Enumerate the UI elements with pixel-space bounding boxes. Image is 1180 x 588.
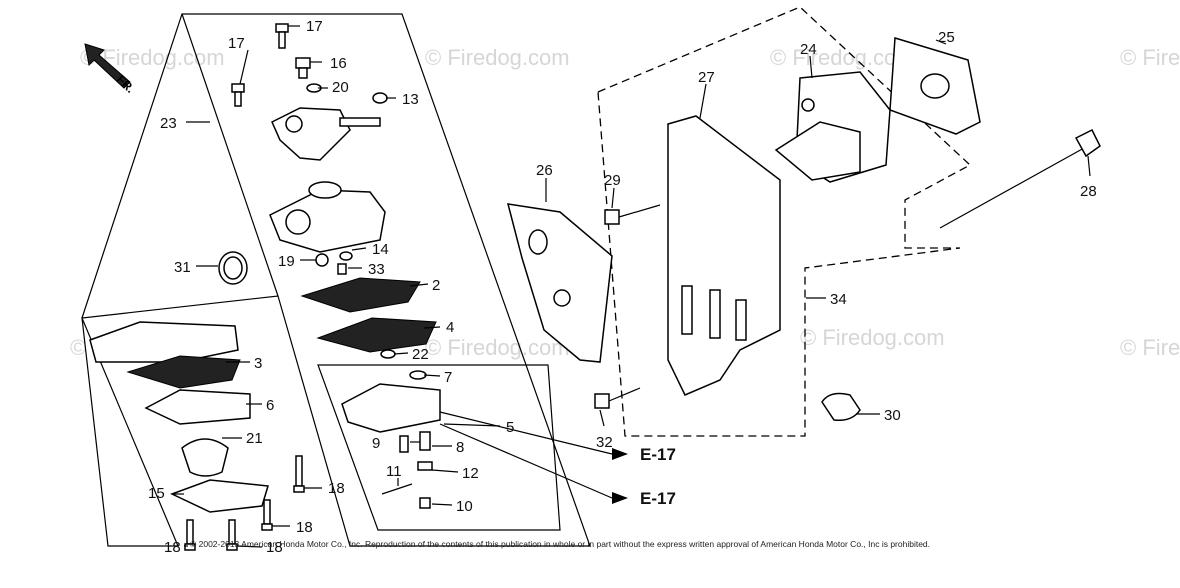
callout-18: 18: [296, 519, 313, 536]
carburetor-assembly-frame: [81, 13, 591, 547]
bolt-32-icon: [594, 387, 641, 409]
callout-18: 18: [328, 480, 345, 497]
needle-8-icon: [419, 431, 431, 451]
callout-18: 18: [266, 539, 283, 556]
leader-lines: [172, 25, 1091, 548]
callout-14: 14: [372, 241, 389, 258]
callout-9: 9: [372, 435, 380, 452]
bracket-assembly-frame: [597, 6, 972, 437]
callout-21: 21: [246, 430, 263, 447]
watermark: © Firedog.com: [1120, 45, 1180, 70]
throttle-body-icon: [271, 107, 381, 161]
reference-arrows: [439, 411, 628, 504]
callout-34: 34: [830, 291, 847, 308]
callout-31: 31: [174, 259, 191, 276]
screw-18-icon: [184, 519, 196, 551]
reference-label[interactable]: E-17: [640, 489, 676, 508]
clamp-30-icon: [821, 392, 861, 422]
stud-bolt-28-icon: [939, 128, 1101, 229]
o-ring-14-icon: [339, 251, 353, 261]
gasket-2-icon: [300, 277, 421, 313]
callout-16: 16: [330, 55, 347, 72]
screw-18-icon: [226, 519, 238, 551]
watermark: © Firedog.com: [425, 45, 570, 70]
screw-10-icon: [419, 497, 431, 509]
callout-11: 11: [386, 463, 402, 480]
o-ring-22-icon: [380, 349, 396, 359]
callout-33: 33: [368, 261, 385, 278]
callout-26: 26: [536, 162, 553, 179]
callout-23: 23: [160, 115, 177, 132]
screw-18-icon: [293, 455, 305, 493]
bracket-27-icon: [667, 115, 781, 396]
callout-20: 20: [332, 79, 349, 96]
callout-3: 3: [254, 355, 262, 372]
callout-24: 24: [800, 41, 817, 58]
primer-bulb-21-icon: [181, 438, 229, 477]
watermark: © Firedog.com: [425, 335, 570, 360]
callout-19: 19: [278, 253, 295, 270]
screw-17-icon: [275, 23, 289, 49]
gasket-3-icon: [126, 355, 241, 389]
carburetor-lower-body-icon: [341, 383, 441, 433]
callout-2: 2: [432, 277, 440, 294]
pin-11-icon: [381, 483, 413, 495]
callout-29: 29: [604, 172, 621, 189]
reference-label[interactable]: E-17: [640, 445, 676, 464]
callout-8: 8: [456, 439, 464, 456]
callout-25: 25: [938, 29, 955, 46]
callout-27: 27: [698, 69, 715, 86]
callout-7: 7: [444, 369, 452, 386]
callout-10: 10: [456, 498, 473, 515]
carburetor-body-icon: [269, 181, 386, 253]
callout-17: 17: [306, 18, 323, 35]
gasket-31-inner-icon: [223, 256, 243, 280]
copyright-notice: © 2002-2013 American Honda Motor Co., In…: [190, 539, 930, 549]
lever-12-icon: [417, 461, 433, 471]
callout-30: 30: [884, 407, 901, 424]
screw-16-icon: [295, 57, 311, 79]
callout-32: 32: [596, 434, 613, 451]
callout-5: 5: [506, 419, 514, 436]
callout-15: 15: [148, 485, 165, 502]
callout-17: 17: [228, 35, 245, 52]
screw-17-icon: [231, 83, 245, 107]
callout-12: 12: [462, 465, 479, 482]
callout-13: 13: [402, 91, 419, 108]
plug-33-icon: [337, 263, 347, 275]
watermark: © Firedog.com: [800, 325, 945, 350]
callout-6: 6: [266, 397, 274, 414]
spring-9-icon: [399, 435, 409, 453]
cover-15-icon: [170, 479, 269, 513]
callout-4: 4: [446, 319, 454, 336]
jet-19-icon: [315, 253, 329, 267]
o-ring-7-icon: [409, 370, 427, 380]
watermark: © Firedog.com: [770, 45, 915, 70]
sub-assembly-frame: [317, 364, 561, 531]
callout-28: 28: [1080, 183, 1097, 200]
callout-22: 22: [412, 346, 429, 363]
gasket-4-icon: [316, 317, 437, 353]
screw-18-icon: [261, 499, 273, 531]
diaphragm-icon: [89, 321, 239, 363]
pump-body-6-icon: [144, 389, 251, 425]
bolt-29-icon: [604, 204, 661, 225]
nut-13-icon: [372, 92, 388, 104]
carburetor-frame-divider: [181, 13, 279, 297]
callout-18: 18: [164, 539, 181, 556]
watermark: © Firedog.com: [1120, 335, 1180, 360]
